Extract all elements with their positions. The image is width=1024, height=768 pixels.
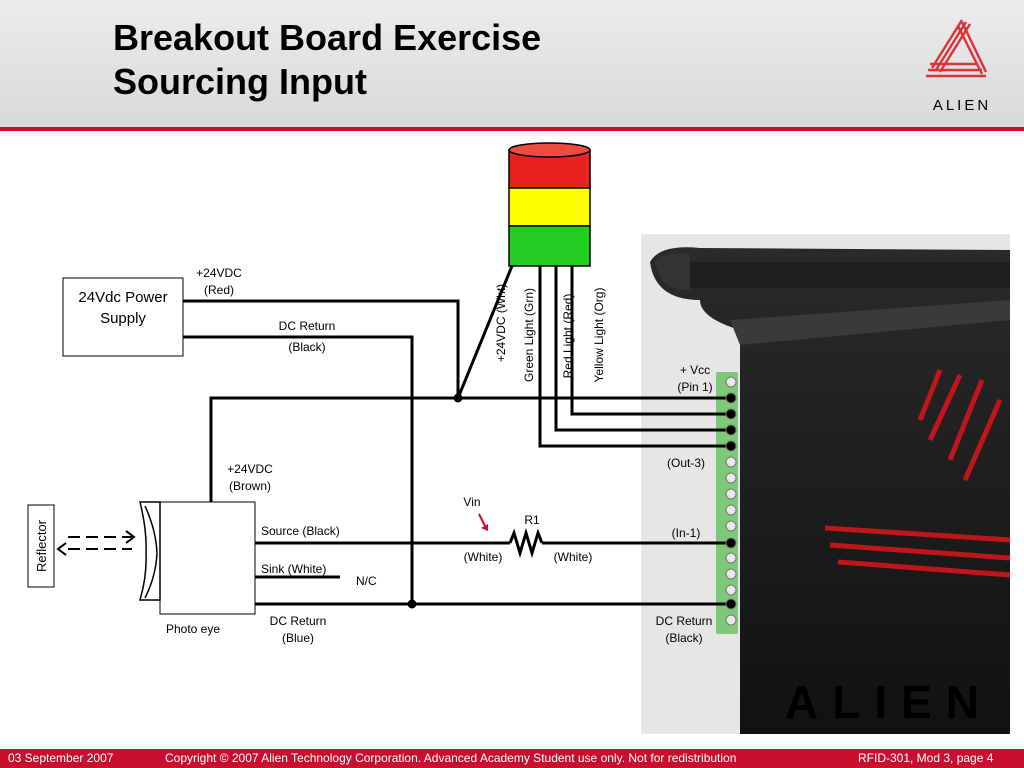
header-rule <box>0 127 1024 131</box>
alien-reader: ALIEN <box>641 234 1011 735</box>
slide-subtitle: Sourcing Input <box>113 61 367 102</box>
reflector-box <box>27 504 55 588</box>
resistor-r1 <box>508 527 544 559</box>
terminal-pin <box>725 376 737 388</box>
footer-copyright: Copyright © 2007 Alien Technology Corpor… <box>165 751 737 765</box>
r1-label: R1 <box>524 513 540 527</box>
wire-label-yellow: Yellow Light (Org) <box>592 288 606 383</box>
reader-return-color: (Black) <box>665 631 702 645</box>
footer-date: 03 September 2007 <box>8 751 114 765</box>
terminal-pin <box>725 598 737 610</box>
terminal-pin <box>725 472 737 484</box>
vin-arrow <box>478 513 487 529</box>
wiring-diagram: ALIEN 24Vdc Power Supply Reflect <box>27 142 1011 735</box>
terminal-pin <box>725 440 737 452</box>
photo-eye <box>139 501 256 615</box>
photo-return-label: DC Return <box>270 614 327 628</box>
terminal-pin <box>725 520 737 532</box>
wire-label-24vdc-wht: +24VDC (Wht) <box>494 284 508 362</box>
photo-eye-label: Photo eye <box>166 622 220 636</box>
terminal-pin <box>725 488 737 500</box>
reader-logo-text: ALIEN <box>785 676 993 728</box>
slide-header <box>0 0 1024 128</box>
power-supply-label-2: Supply <box>100 310 146 327</box>
psu-return-color: (Black) <box>288 340 325 354</box>
photo-positive-color: (Brown) <box>229 479 271 493</box>
wire-label-green: Green Light (Grn) <box>522 288 536 382</box>
vcc-pin-label: (Pin 1) <box>677 380 712 394</box>
alien-triangle-icon <box>926 19 988 78</box>
wires <box>183 265 730 606</box>
psu-positive-label: +24VDC <box>196 266 242 280</box>
stack-light-yellow <box>508 187 591 227</box>
in1-label: (In-1) <box>672 526 701 540</box>
vin-label: Vin <box>463 495 480 509</box>
beam-arrows <box>56 530 136 556</box>
reader-red-marks <box>824 369 1011 578</box>
power-supply-box <box>62 277 184 357</box>
junction-dot <box>407 599 417 609</box>
reader-return-label: DC Return <box>656 614 713 628</box>
terminal-pin <box>725 408 737 420</box>
source-label: Source (Black) <box>261 524 340 538</box>
psu-positive-color: (Red) <box>204 283 234 297</box>
nc-label: N/C <box>356 574 377 588</box>
resistor-right-wire-label: (White) <box>554 550 593 564</box>
terminal-pin <box>725 568 737 580</box>
stack-light <box>508 142 591 267</box>
photo-return-color: (Blue) <box>282 631 314 645</box>
terminal-pin <box>725 424 737 436</box>
terminal-pin <box>725 584 737 596</box>
terminal-pin <box>725 552 737 564</box>
alien-wordmark: ALIEN <box>933 97 991 114</box>
power-supply-label: 24Vdc Power <box>78 289 167 306</box>
terminal-pin <box>725 504 737 516</box>
resistor-left-wire-label: (White) <box>464 550 503 564</box>
terminal-pin <box>725 537 737 549</box>
terminal-pin <box>725 614 737 626</box>
alien-logo: ALIEN <box>926 19 991 114</box>
stack-light-green <box>508 225 591 267</box>
wire-label-red: Red Light (Red) <box>561 294 575 379</box>
junction-dot <box>453 393 463 403</box>
out3-label: (Out-3) <box>667 456 705 470</box>
vcc-label: + Vcc <box>680 363 710 377</box>
slide-title: Breakout Board Exercise <box>113 17 542 58</box>
reflector-label: Reflector <box>34 519 49 572</box>
terminal-pin <box>725 392 737 404</box>
terminal-pins <box>725 376 737 626</box>
psu-return-label: DC Return <box>279 319 336 333</box>
sink-label: Sink (White) <box>261 562 326 576</box>
slide-footer: 03 September 2007 Copyright © 2007 Alien… <box>0 749 1024 768</box>
footer-page: RFID-301, Mod 3, page 4 <box>858 751 994 765</box>
photo-positive-label: +24VDC <box>227 462 273 476</box>
terminal-pin <box>725 456 737 468</box>
